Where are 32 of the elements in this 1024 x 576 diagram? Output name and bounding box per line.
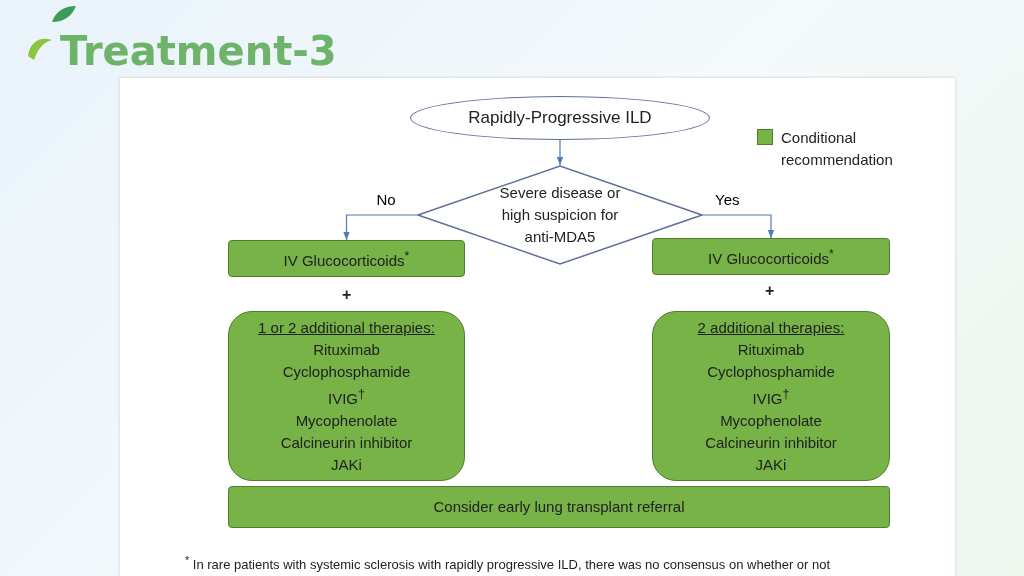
process-box (652, 238, 890, 275)
list-heading: 2 additional therapies: (697, 317, 845, 338)
process-box (228, 486, 890, 528)
therapy-item: Cyclophosphamide (282, 361, 411, 382)
node-text: Rapidly-Progressive ILD (468, 107, 652, 129)
therapy-box (228, 311, 465, 481)
node-text: Consider early lung transplant referral (433, 497, 685, 517)
therapy-item: Cyclophosphamide (707, 361, 835, 382)
therapy-item: Mycophenolate (295, 410, 398, 431)
process-box (228, 240, 465, 277)
list-heading: 1 or 2 additional therapies: (258, 317, 435, 338)
arrow (702, 214, 775, 239)
footnote: $^{*}$ In rare patients with systemic sclerosis with rapidly progressive ILD, there was no consensus on whether or not (185, 554, 831, 573)
therapy-item: IVIG$^{†}$ (328, 385, 365, 409)
therapy-item: JAKi (755, 454, 787, 475)
plus-sign: + (765, 282, 775, 300)
decision-text: Severe disease or high suspicion for anti-MDA5 (498, 183, 622, 247)
therapy-item: JAKi (331, 454, 362, 475)
therapy-item: Rituximab (313, 339, 380, 360)
therapy-box (652, 311, 890, 481)
therapy-item: Calcineurin inhibitor (705, 432, 837, 453)
arrow (343, 214, 418, 241)
plus-sign: + (342, 286, 352, 304)
slide-title: Treatment-3 (60, 28, 337, 74)
therapy-item: Calcineurin inhibitor (280, 432, 413, 453)
therapy-item: Mycophenolate (720, 410, 822, 431)
arrow (556, 139, 564, 166)
legend-label: Conditional recommendation (781, 128, 894, 170)
therapy-item: Rituximab (737, 339, 805, 360)
node-text: IV Glucocorticoids$^{*}$ (708, 246, 834, 269)
therapy-item: IVIG$^{†}$ (752, 385, 790, 409)
node-text: IV Glucocorticoids$^{*}$ (283, 248, 410, 271)
